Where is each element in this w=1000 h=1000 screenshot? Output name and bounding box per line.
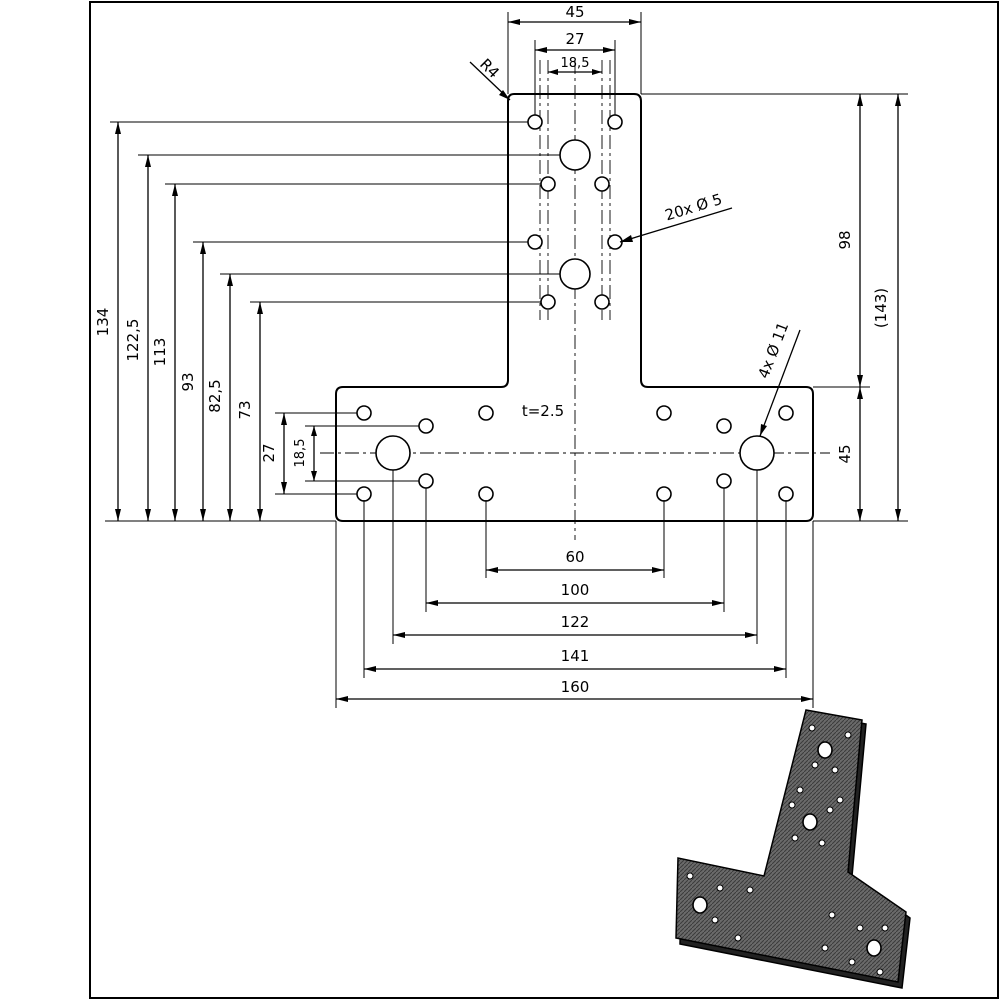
hole: [418, 418, 434, 434]
hole: [656, 486, 672, 502]
hole: [716, 473, 732, 489]
large-hole: [375, 435, 411, 471]
hole: [656, 405, 672, 421]
hole: [478, 405, 494, 421]
dim-bottom-160: 160: [561, 678, 590, 696]
dim-right-98: 98: [836, 230, 854, 249]
hole: [356, 405, 372, 421]
bottom-dimensions: 60 100 122 141 160: [335, 470, 814, 708]
dim-left-113: 113: [151, 338, 169, 367]
dim-left-134: 134: [94, 308, 112, 337]
dim-right-45: 45: [836, 444, 854, 463]
right-dimensions: 98 45 (143): [641, 93, 908, 522]
hole: [594, 294, 610, 310]
radius-label: R4: [476, 55, 503, 82]
thickness-label: t=2.5: [522, 402, 564, 420]
dim-right-143: (143): [872, 288, 890, 328]
top-dimensions: 45 27 18,5: [507, 3, 642, 115]
hole: [778, 486, 794, 502]
isometric-view: [675, 709, 911, 989]
hole: [540, 294, 556, 310]
dim-bottom-122: 122: [561, 613, 590, 631]
dim-top-27: 27: [565, 30, 584, 48]
dim-left-93: 93: [179, 372, 197, 391]
dim-left-82-5: 82,5: [206, 379, 224, 412]
dim-bottom-141: 141: [561, 647, 590, 665]
dim-bottom-100: 100: [561, 581, 590, 599]
dim-left-73: 73: [236, 400, 254, 419]
t-plate-outline: [335, 93, 814, 522]
hole: [607, 114, 623, 130]
iso-plate-face: [675, 709, 907, 983]
drawing-frame: [89, 1, 999, 999]
hole: [594, 176, 610, 192]
hole: [716, 418, 732, 434]
stem-holes: [527, 114, 623, 310]
large-hole: [559, 139, 591, 171]
flange-holes: [356, 405, 794, 502]
hole: [778, 405, 794, 421]
hole: [356, 486, 372, 502]
radius-callout: R4: [469, 55, 511, 101]
large-hole: [559, 258, 591, 290]
dim-left-122-5: 122,5: [124, 319, 142, 362]
hole: [527, 114, 543, 130]
hole: [527, 234, 543, 250]
dim-bottom-60: 60: [565, 548, 584, 566]
dim-top-45: 45: [565, 3, 584, 21]
large-hole-label: 4x Ø 11: [754, 320, 792, 381]
dim-left-18-5: 18,5: [293, 439, 308, 468]
left-dimensions: 134 122,5 113 93 82,5 73: [94, 121, 560, 522]
hole: [478, 486, 494, 502]
large-hole: [739, 435, 775, 471]
dim-top-18-5: 18,5: [561, 56, 590, 71]
dim-left-27: 27: [260, 443, 278, 462]
hole: [418, 473, 434, 489]
hole: [540, 176, 556, 192]
hole: [607, 234, 623, 250]
